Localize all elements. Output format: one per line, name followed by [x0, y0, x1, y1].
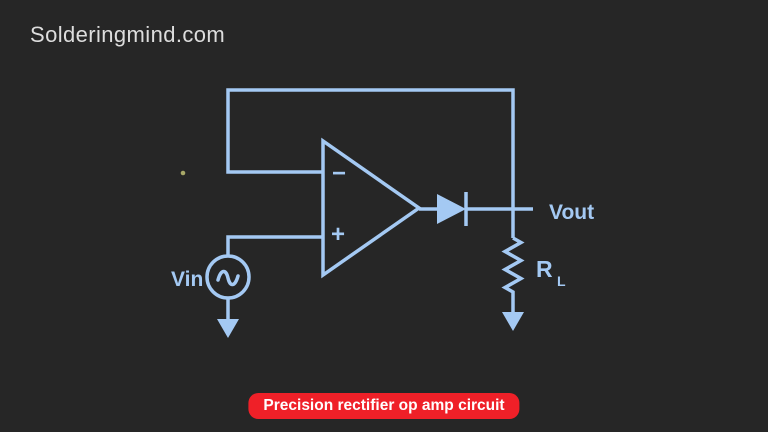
ac-source-symbol [205, 254, 251, 300]
resistor-subscript-label: L [557, 273, 566, 289]
diode-anode-triangle [437, 194, 466, 224]
resistor-zigzag [501, 236, 525, 312]
opamp-inverting-label: − [332, 160, 346, 187]
feedback-wire [226, 88, 515, 238]
opamp-symbol [321, 137, 423, 279]
noninverting-input-wire [226, 235, 323, 256]
vout-label: Vout [549, 201, 594, 224]
resistor-label: R [536, 256, 553, 282]
caption-badge: Precision rectifier op amp circuit [248, 393, 520, 419]
site-watermark: Solderingmind.com [30, 22, 226, 47]
ground-symbol-output [502, 312, 524, 331]
diode-symbol [437, 192, 468, 226]
caption-text: Precision rectifier op amp circuit [263, 397, 505, 414]
opamp-noninverting-label: + [331, 221, 345, 248]
sine-wave-icon [216, 269, 240, 287]
stray-dot [180, 170, 186, 176]
ground-symbol-input [217, 319, 239, 338]
load-resistor-symbol [501, 236, 525, 312]
vin-label: Vin [171, 268, 203, 291]
